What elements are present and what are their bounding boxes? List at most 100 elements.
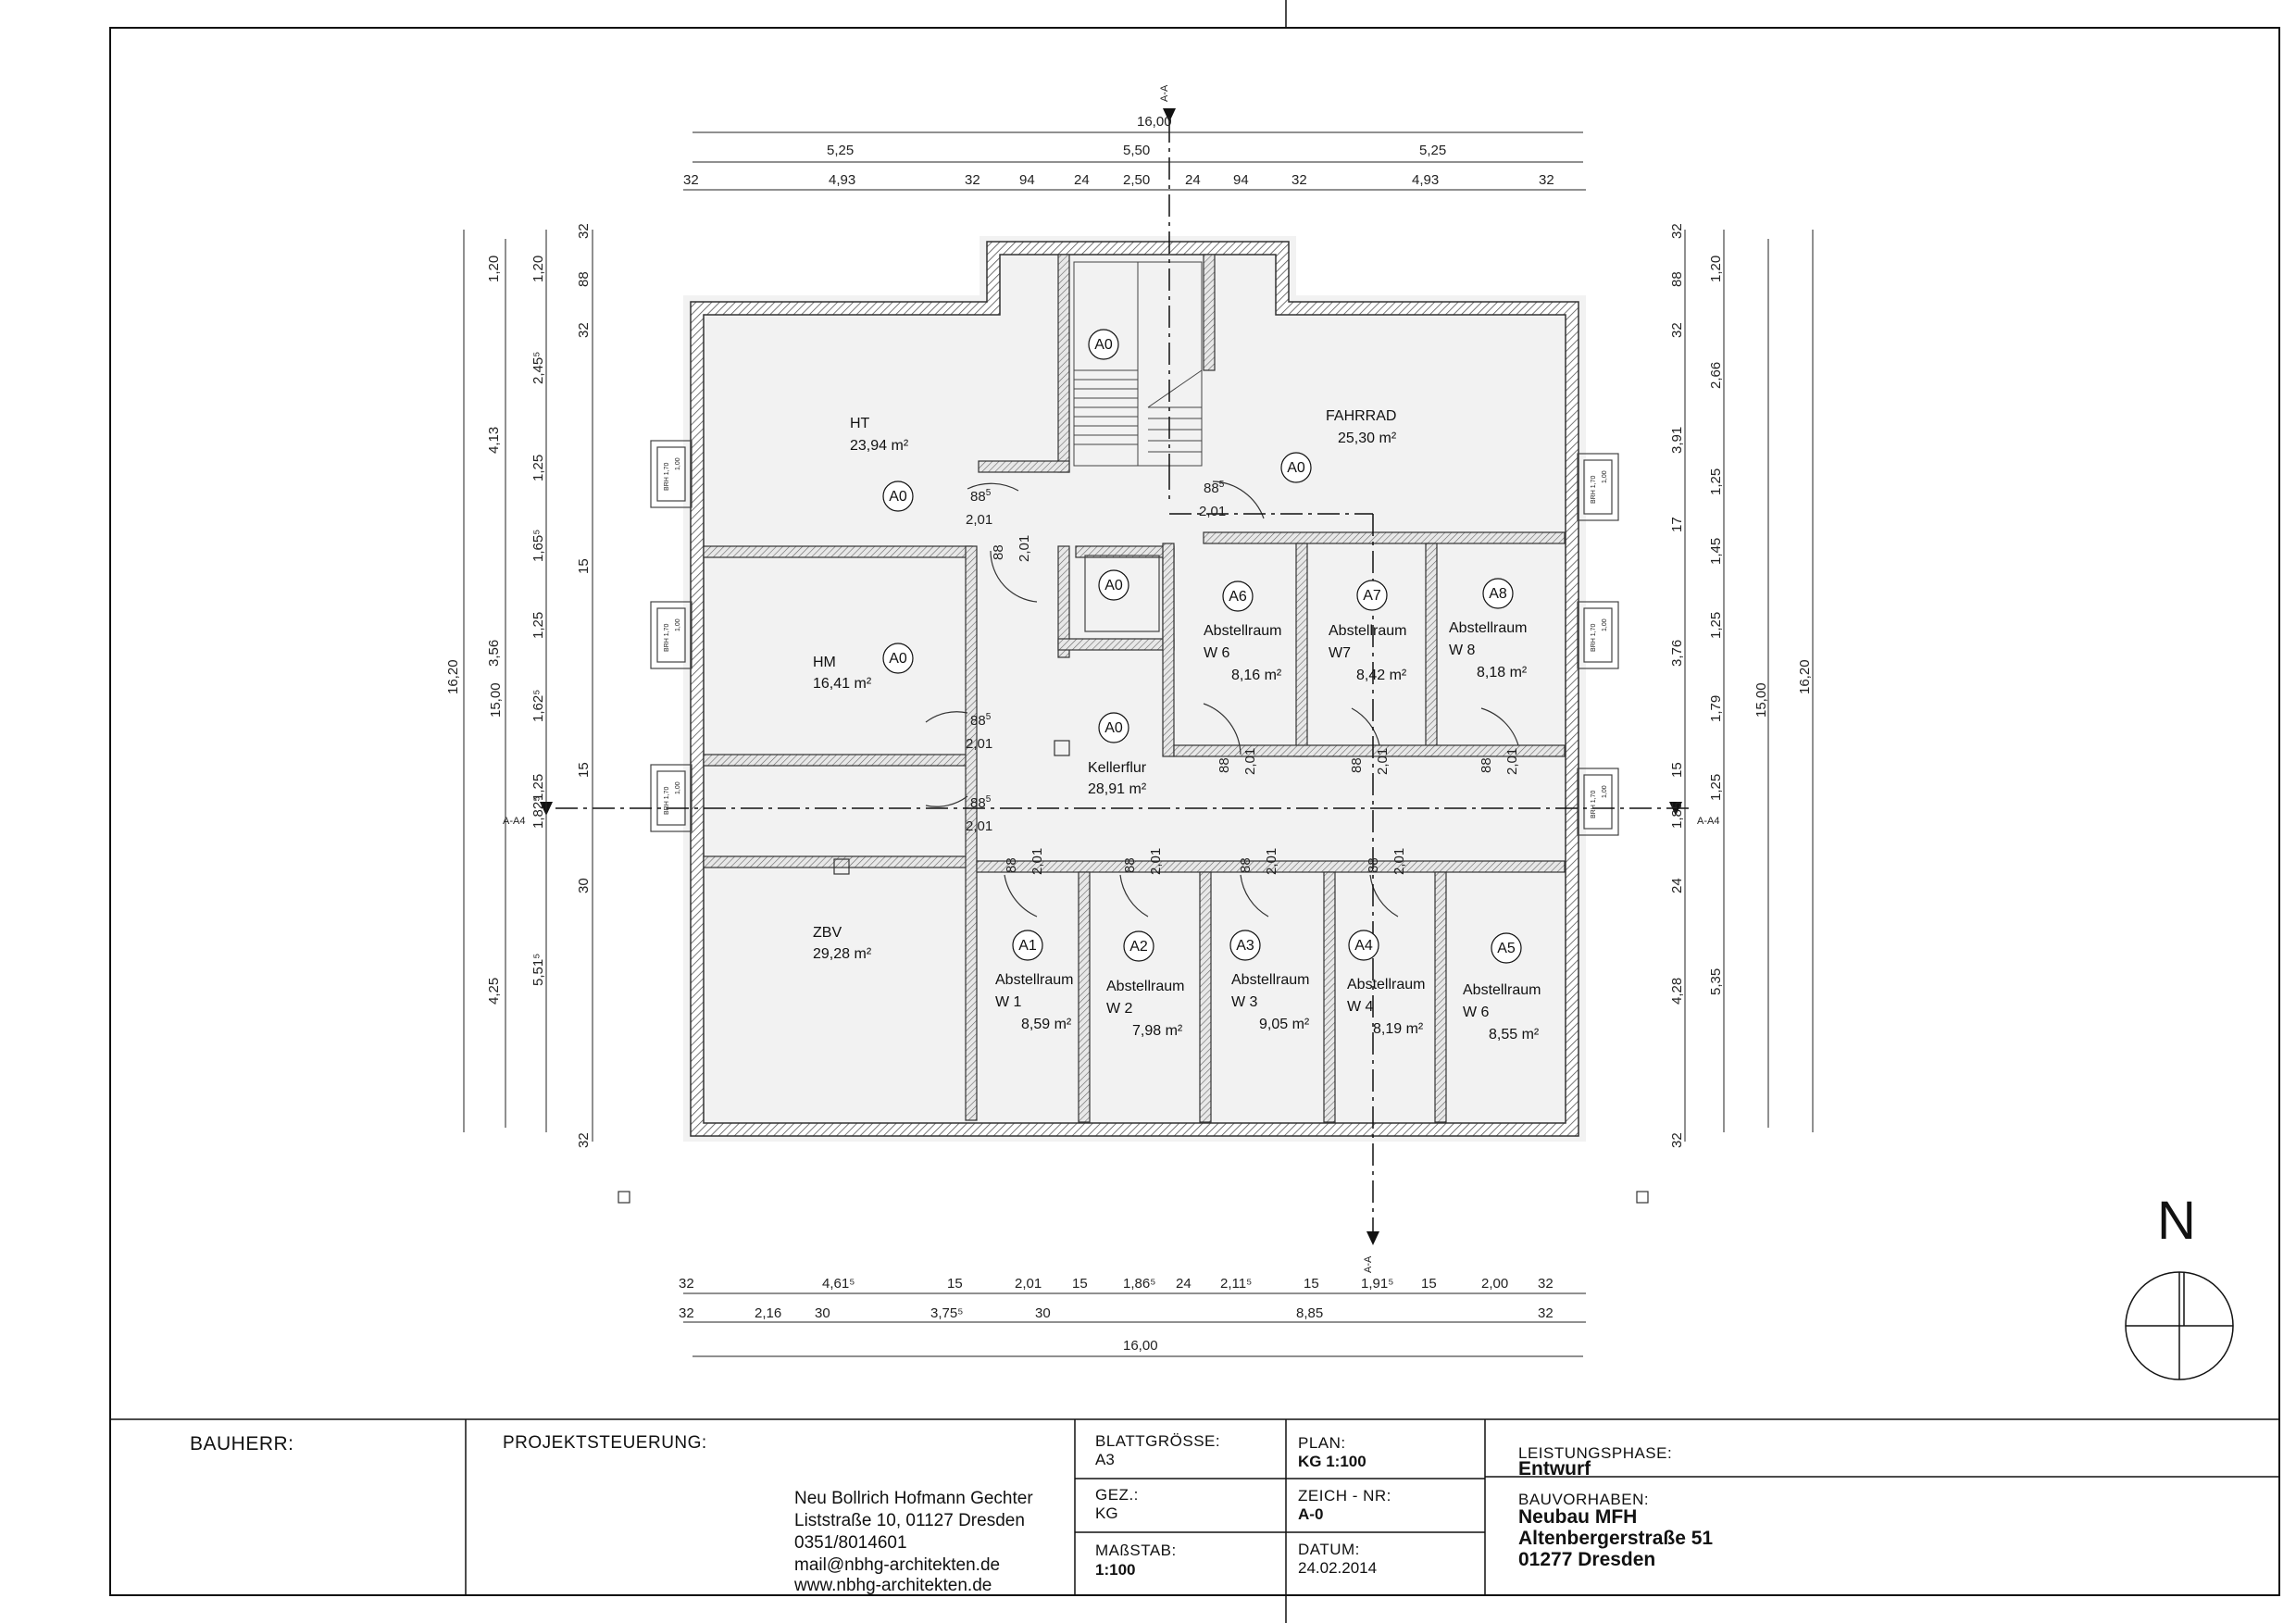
- dim-left-col-a-8: 5,51⁵: [530, 954, 546, 986]
- window-size-5: 1,00: [1602, 785, 1608, 798]
- lift-shaft: [1084, 555, 1160, 632]
- dim-bottom-row2-6: 32: [1538, 1305, 1554, 1321]
- dim-left-col-a-3: 1,65⁵: [530, 530, 546, 562]
- plan-value: KG 1:100: [1298, 1453, 1366, 1470]
- room-tag-a4-12: A4: [1354, 938, 1373, 954]
- room-tag-circle: [1098, 712, 1129, 743]
- dim-top-detail-6: 24: [1185, 172, 1201, 188]
- blattgroesse-label: BLATTGRÖSSE:: [1095, 1432, 1221, 1450]
- dim-left-col-a-4: 1,25: [530, 612, 546, 639]
- abstellraum-label-2: Abstellraum: [1449, 620, 1527, 636]
- zeich-value: A-0: [1298, 1505, 1324, 1523]
- dim-bottom-row2-5: 8,85: [1296, 1305, 1323, 1321]
- section-label-left: A-A4: [503, 816, 525, 827]
- dim-right-col-a-7: 5,35: [1708, 968, 1724, 995]
- dim-left-col-a-5: 1,62⁵: [530, 690, 546, 722]
- dimension-lines: [463, 131, 1814, 1357]
- window-brh-5: BRH 1,70: [1591, 791, 1597, 818]
- room-label-kellerflur-area: 28,91 m²: [1088, 781, 1147, 797]
- datum-value: 24.02.2014: [1298, 1559, 1378, 1577]
- dim-top-total: 16,00: [1137, 114, 1172, 130]
- bauvorhaben-line-1: Neubau MFH: [1518, 1506, 1638, 1528]
- door-height-v-6: 2,01: [1264, 848, 1279, 875]
- room-label-a1-w: W 1: [995, 994, 1022, 1010]
- room-label-zbv: ZBV: [813, 925, 842, 941]
- door-swings: [925, 481, 1519, 918]
- dim-bottom-row1-3: 2,01: [1015, 1276, 1042, 1292]
- window-size-3: 1,00: [1602, 470, 1608, 483]
- dim-left-col-c-3: 15: [576, 558, 592, 574]
- dim-right-col-b-4: 17: [1669, 517, 1685, 532]
- dim-left-col-c-5: 30: [576, 878, 592, 893]
- dim-right-col-b-6: 15: [1669, 762, 1685, 778]
- door-width-v-5: 88: [1122, 857, 1138, 873]
- dim-left-col-b-0: 1,20: [486, 256, 502, 282]
- dim-right-col-a-1: 2,66: [1708, 362, 1724, 389]
- abstellraum-label-3: Abstellraum: [995, 972, 1073, 988]
- dim-top-detail-1: 4,93: [829, 172, 855, 188]
- blattgroesse-value: A3: [1095, 1451, 1115, 1468]
- dim-right-col-b-7: 1,85: [1669, 802, 1685, 829]
- dim-bottom-row1-4: 15: [1072, 1276, 1088, 1292]
- room-label-a5-area: 8,55 m²: [1489, 1027, 1540, 1042]
- dim-bottom-row2-1: 2,16: [755, 1305, 781, 1321]
- dim-bottom-row1-0: 32: [679, 1276, 694, 1292]
- dim-top-detail-5: 2,50: [1123, 172, 1150, 188]
- dim-right-col-b-8: 24: [1669, 878, 1685, 893]
- room-tag-a7-7: A7: [1363, 588, 1381, 604]
- room-label-a6-w: W 6: [1204, 645, 1230, 661]
- room-tag-circle: [1229, 930, 1261, 961]
- section-lines: [555, 120, 1694, 1231]
- section-label-bottom: A-A: [1363, 1255, 1374, 1273]
- company-address: Liststraße 10, 01127 Dresden: [794, 1511, 1025, 1530]
- dim-left-col-c-0: 32: [576, 223, 592, 239]
- abstellraum-label-1: Abstellraum: [1329, 623, 1406, 639]
- dim-bottom-row1-11: 2,00: [1481, 1276, 1508, 1292]
- dim-left-total: 16,20: [445, 659, 461, 694]
- dim-left-col-a-6: 1,25: [530, 774, 546, 801]
- dim-bottom-row1-7: 2,11⁵: [1220, 1276, 1252, 1292]
- abstellraum-label-5: Abstellraum: [1231, 972, 1309, 988]
- company-email: mail@nbhg-architekten.de: [794, 1555, 1001, 1575]
- company-website: www.nbhg-architekten.de: [794, 1576, 992, 1595]
- window-size-2: 1,00: [675, 781, 681, 794]
- dim-top-detail-2: 32: [965, 172, 980, 188]
- datum-label: DATUM:: [1298, 1541, 1360, 1558]
- gez-label: GEZ.:: [1095, 1486, 1139, 1504]
- room-label-hm: HM: [813, 655, 836, 670]
- dim-left-col-c-6: 32: [576, 1132, 592, 1148]
- dim-top-mid-1: 5,50: [1123, 143, 1150, 158]
- door-height-h-2: 2,01: [966, 736, 992, 752]
- window-size-1: 1,00: [675, 618, 681, 631]
- dim-right-col-a-4: 1,25: [1708, 612, 1724, 639]
- door-height-h-0: 2,01: [966, 512, 992, 528]
- room-label-a2-area: 7,98 m²: [1132, 1023, 1183, 1039]
- north-label: N: [2157, 1191, 2196, 1251]
- company-name: Neu Bollrich Hofmann Gechter: [794, 1489, 1033, 1508]
- dim-top-detail-8: 32: [1292, 172, 1307, 188]
- room-tag-a5-13: A5: [1497, 941, 1516, 956]
- bauherr-label: BAUHERR:: [190, 1433, 294, 1454]
- dim-left-col-a-7: 1,82⁵: [530, 796, 546, 829]
- dim-right-col-a-6: 1,25: [1708, 774, 1724, 801]
- dim-left-col-b-1: 4,13: [486, 427, 502, 454]
- dim-left-col-a-0: 1,20: [530, 256, 546, 282]
- dim-left-inner: 15,00: [488, 682, 504, 718]
- dim-bottom-row1-10: 15: [1421, 1276, 1437, 1292]
- staircase: [1073, 261, 1203, 467]
- door-width-v-7: 88: [1366, 857, 1381, 873]
- dim-bottom-row1-6: 24: [1176, 1276, 1192, 1292]
- room-label-a3-area: 9,05 m²: [1259, 1017, 1310, 1032]
- room-tag-a0-5: A0: [1104, 720, 1123, 736]
- dim-bottom-row2-3: 3,75⁵: [930, 1305, 963, 1321]
- abstellraum-label-4: Abstellraum: [1106, 979, 1184, 994]
- window-brh-1: BRH 1,70: [664, 624, 670, 652]
- door-width-v-6: 88: [1238, 857, 1254, 873]
- room-tag-a0-2: A0: [1287, 460, 1305, 476]
- room-tag-a6-6: A6: [1229, 589, 1247, 605]
- dim-bottom-row2-0: 32: [679, 1305, 694, 1321]
- zeich-label: ZEICH - NR:: [1298, 1487, 1391, 1504]
- gez-value: KG: [1095, 1504, 1118, 1522]
